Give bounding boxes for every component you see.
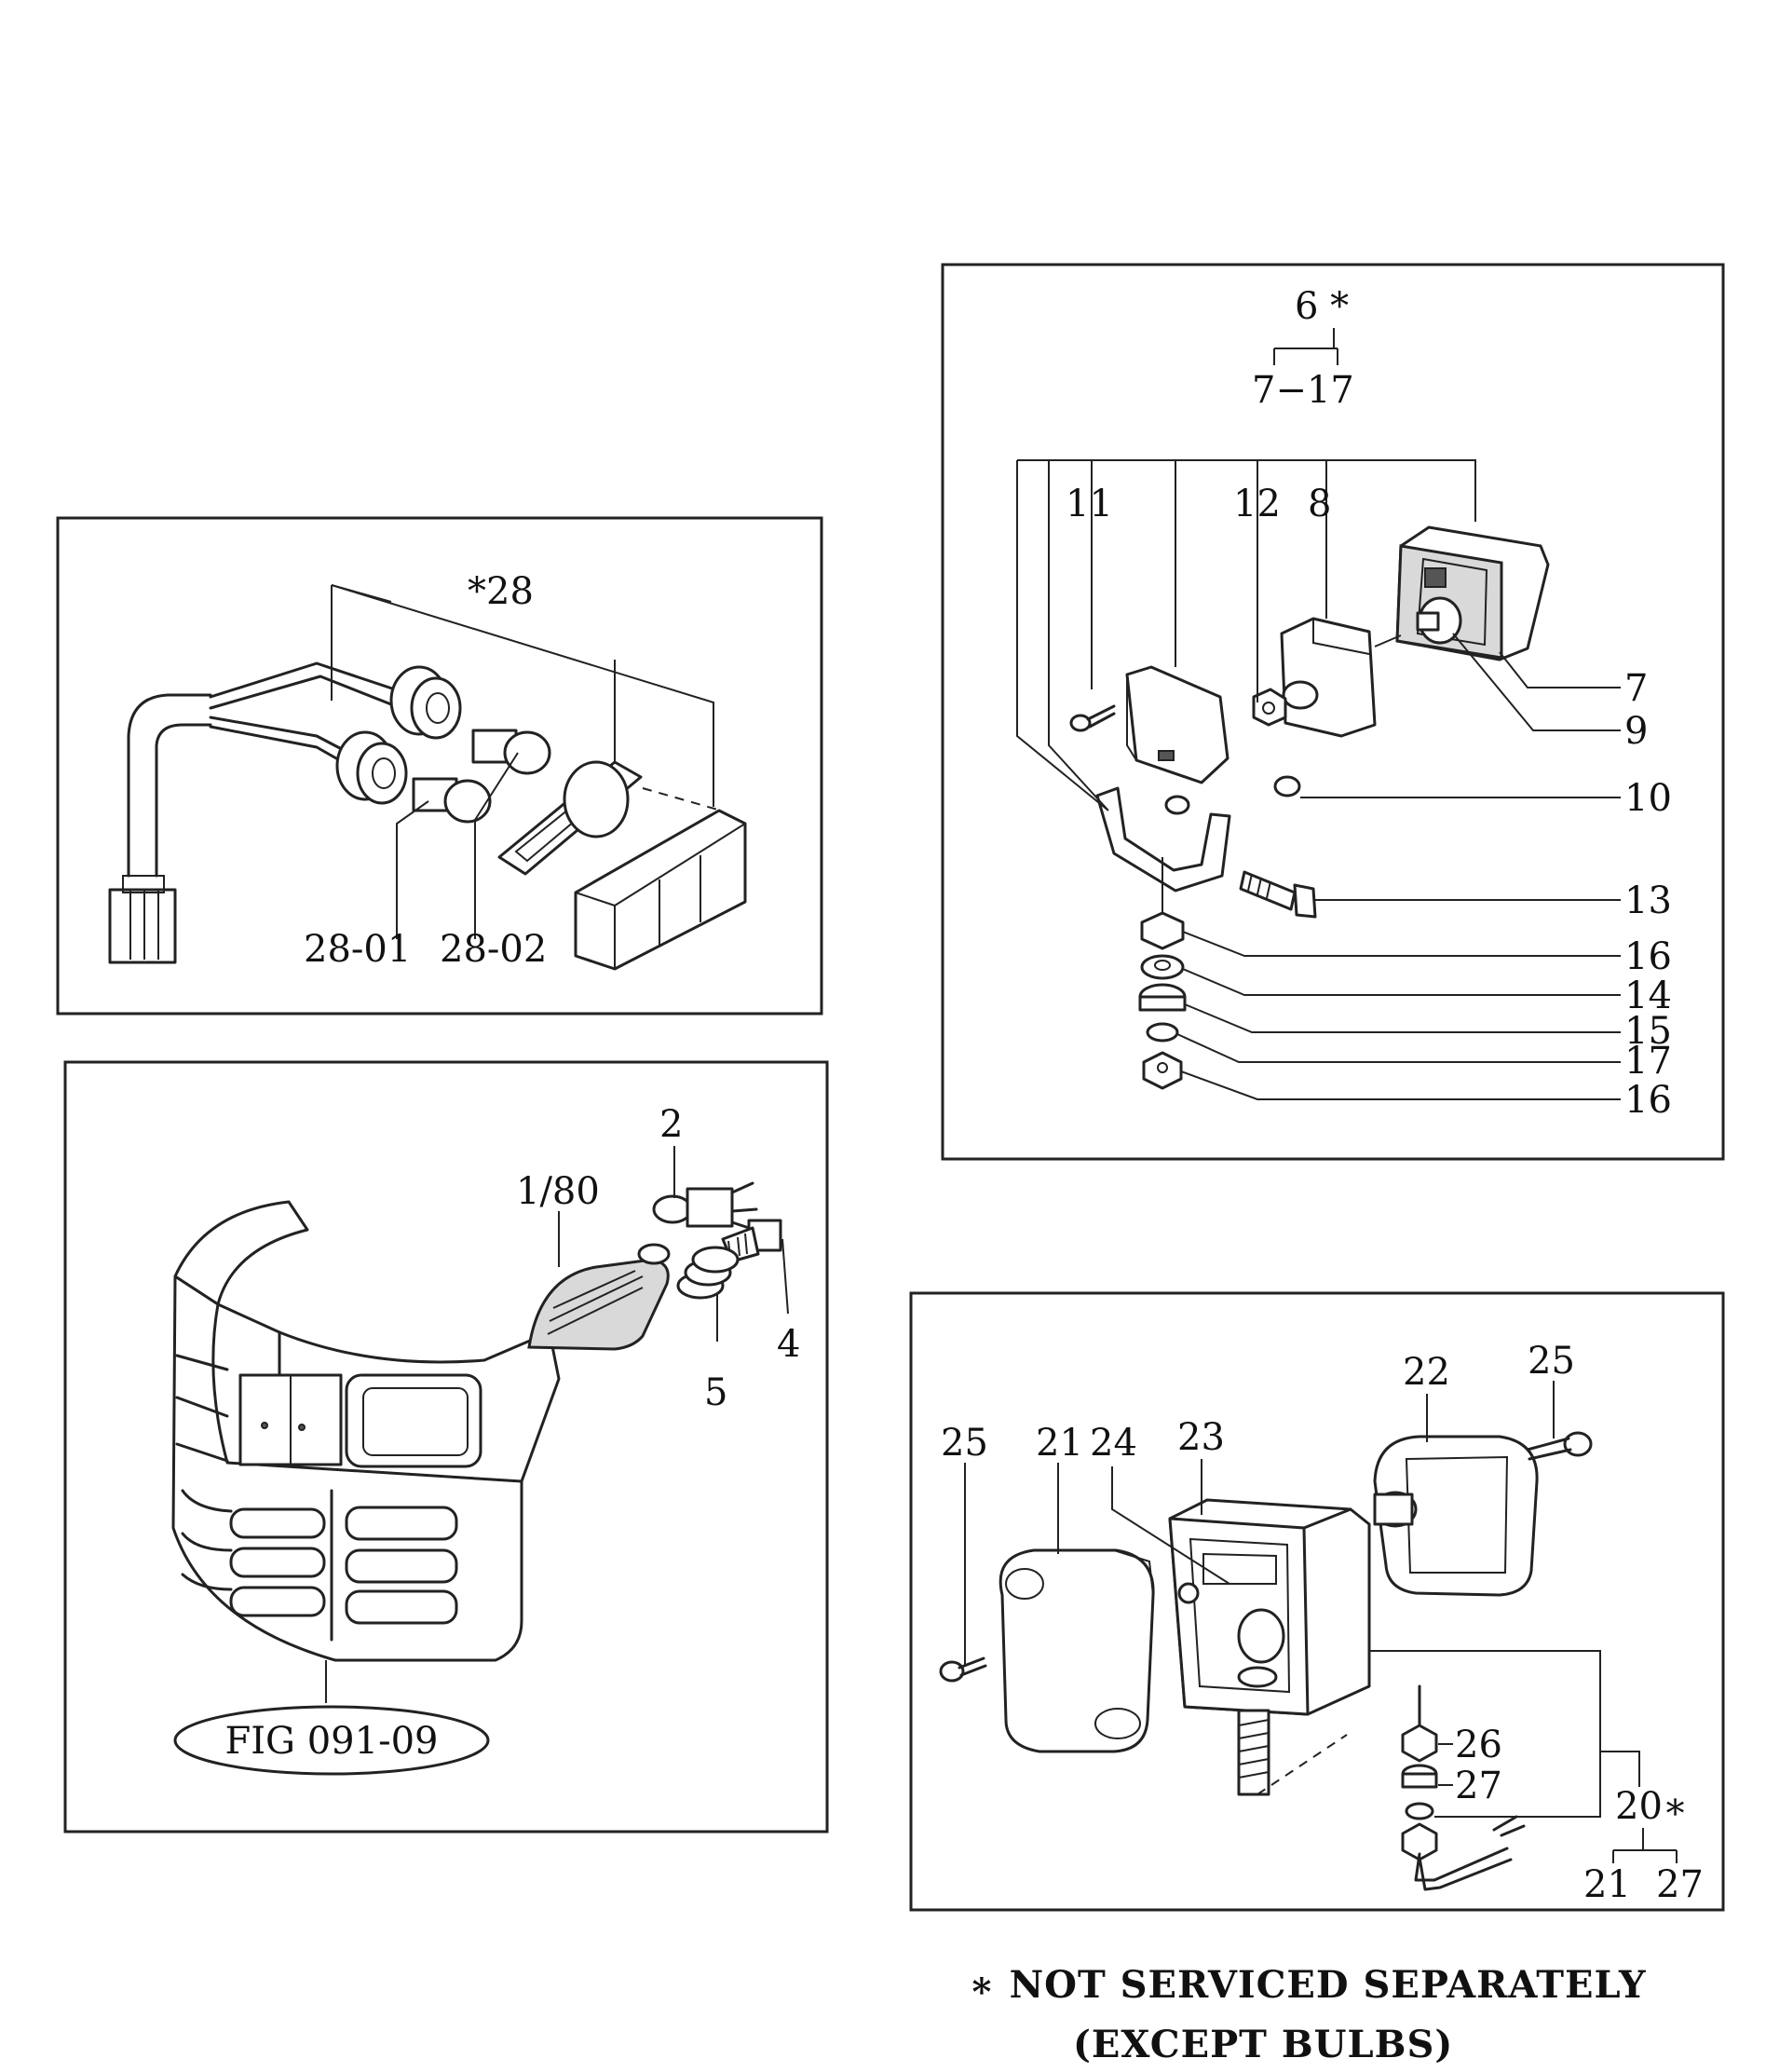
harness-bulb-b-callout: 28-02 [440,928,547,971]
work-lamp-callout-14: 14 [1624,975,1672,1017]
work-lamp-callout-16a: 16 [1624,935,1672,978]
headlight-bulb-drawing [652,1146,758,1230]
flasher-callout-23: 23 [1177,1416,1225,1459]
headlight-lens-drawing [527,1243,671,1351]
work-lamp-range-callout: 7−17 [1252,369,1354,412]
work-lamp-panel: 6 * 7−17 11 12 8 7 9 10 13 16 14 15 17 1… [941,263,1725,1161]
flasher-range-27: 27 [1656,1863,1704,1906]
work-lamp-bolt-drawing [1239,870,1317,919]
harness-assembly-bracket [331,584,714,807]
work-lamp-callout-9: 9 [1624,710,1648,753]
work-lamp-bulb-drawing [1416,596,1462,645]
flasher-range-tree [1612,1828,1678,1863]
flasher-callout-25a: 25 [941,1422,988,1465]
flasher-callout-24: 24 [1090,1422,1137,1465]
flasher-callout-21: 21 [1036,1422,1083,1465]
flasher-callout-26: 26 [1455,1724,1502,1766]
headlight-bulb-callout: 2 [659,1103,683,1146]
flasher-callout-27: 27 [1455,1765,1502,1807]
work-lamp-nut-drawing [1252,688,1287,727]
flasher-housing-drawing [1168,1498,1371,1716]
flasher-hardware-drawing [1401,1684,1526,1891]
footnote-line-2: (EXCEPT BULBS) [1073,2023,1453,2066]
flasher-stud-drawing [1237,1709,1348,1796]
work-lamp-callout-16b: 16 [1624,1079,1672,1122]
work-lamp-callout-15: 15 [1624,1010,1672,1053]
harness-socket-lower [335,730,408,805]
work-lamp-screw-drawing [1069,704,1116,732]
work-lamp-housing-drawing [1395,525,1550,661]
headlight-spring-callout: 5 [704,1371,727,1414]
work-lamp-leader-16b [1180,1070,1621,1100]
harness-wires [209,661,402,771]
footnote-line-1: ∗ NOT SERVICED SEPARATELY [969,1963,1647,2007]
work-lamp-assembly-callout: 6 * [1295,285,1349,328]
work-lamp-panel-frame [941,263,1725,1161]
flasher-screw-left-drawing [939,1656,987,1683]
harness-socket-upper [389,665,462,740]
work-lamp-leader-9 [1452,633,1621,731]
flasher-callout-25b: 25 [1528,1340,1575,1383]
flasher-lens-front-drawing [998,1548,1155,1753]
flasher-range-21: 21 [1583,1863,1631,1906]
work-lamp-leader-14 [1182,968,1621,996]
hood-drawing [171,1200,561,1662]
work-lamp-callout-17: 17 [1624,1040,1672,1083]
harness-panel: *28 28-01 28-02 [56,516,823,1016]
figure-ref-label: FIG 091-09 [225,1720,439,1763]
work-lamp-callout-11: 11 [1066,483,1113,525]
work-lamp-hardware-stack [1138,857,1187,1090]
harness-connector-drawing [108,875,177,964]
harness-bulb-lower [412,777,492,824]
flasher-panel-frame [909,1291,1725,1912]
work-lamp-leader-15 [1184,1003,1621,1033]
harness-assembly-callout: *28 [468,570,534,613]
harness-panel-frame [56,516,823,1016]
harness-cable-sleeve [127,693,212,878]
headlight-screw-callout: 4 [777,1323,800,1366]
work-lamp-top-bracket [1016,459,1476,811]
flasher-callout-22: 22 [1403,1351,1450,1394]
flasher-leader-24 [1111,1466,1230,1585]
harness-bulb-a-leader [396,800,429,939]
harness-bulb-a-callout: 28-01 [304,928,411,971]
work-lamp-leader-17 [1176,1033,1621,1063]
harness-bulb-b-leader [474,752,519,939]
work-lamp-callout-7: 7 [1624,667,1648,710]
work-lamp-leader-7 [1499,651,1621,688]
work-lamp-leader-16a [1182,931,1621,957]
flasher-assembly-bracket [1369,1650,1640,1818]
headlight-lamp-callout: 1/80 [516,1170,600,1213]
work-lamp-callout-12: 12 [1233,483,1281,525]
work-lamp-callout-10: 10 [1624,777,1672,820]
headlight-panel: 1/80 2 4 5 FIG 091-09 [63,1060,829,1833]
headlight-screw-drawing [721,1219,789,1315]
harness-bulb-upper [471,729,551,775]
work-lamp-rear-body-drawing [1280,617,1402,738]
work-lamp-washer-drawing [1273,775,1301,797]
work-lamp-callout-13: 13 [1624,879,1672,922]
work-lamp-callout-8: 8 [1308,483,1331,525]
work-lamp-assembly-tree [1273,328,1338,365]
headlight-panel-frame [63,1060,829,1833]
flasher-lens-back-drawing [1373,1435,1539,1597]
harness-lamp-housing [563,760,747,971]
flasher-assembly-callout: 20∗ [1615,1785,1688,1828]
headlight-spring-drawing [676,1246,740,1342]
flasher-screw-right-drawing [1526,1381,1593,1461]
figure-ref-oval [173,1705,490,1776]
flasher-panel: 25 21 24 23 22 25 26 27 20∗ 21 27 [909,1291,1725,1912]
work-lamp-cover-drawing [1125,665,1229,784]
